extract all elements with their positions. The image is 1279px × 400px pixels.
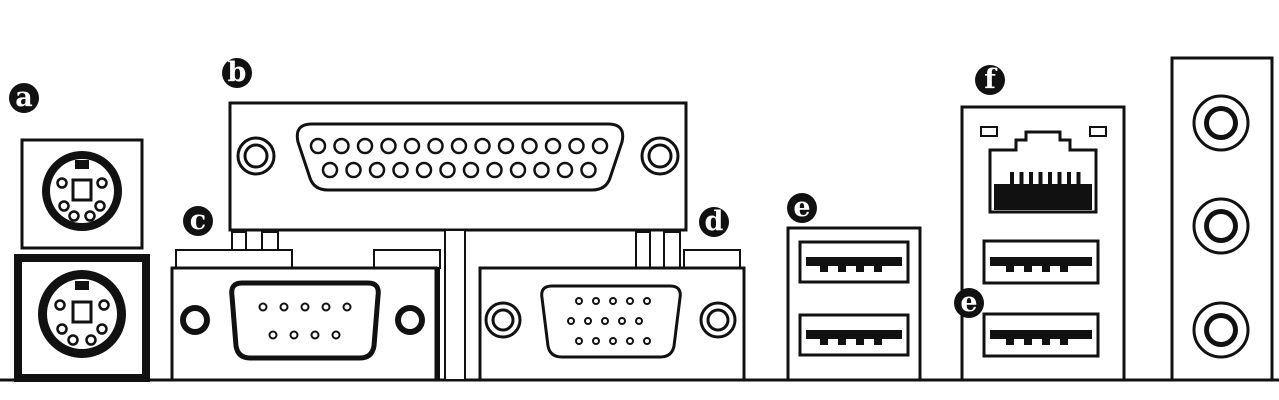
pin — [643, 337, 651, 345]
pin — [450, 137, 468, 155]
pin — [601, 317, 609, 325]
audio-jacks — [1170, 56, 1274, 382]
pin — [609, 337, 617, 345]
lan-pin — [1067, 172, 1071, 188]
lan-pin — [1038, 172, 1043, 188]
serial-port — [170, 266, 440, 382]
label-c-badge: c — [183, 205, 213, 236]
label-e2-badge: e — [954, 287, 984, 318]
parallel-port — [228, 101, 688, 232]
pin — [575, 337, 583, 345]
lan-pin — [1019, 172, 1024, 188]
lan-pin — [1076, 172, 1081, 188]
label-a-badge: a — [9, 82, 39, 113]
pin — [626, 297, 634, 305]
label-b-text: b — [228, 57, 247, 88]
pin — [509, 161, 527, 179]
lan-pin — [1010, 172, 1014, 188]
pin — [309, 137, 327, 155]
label-f-badge: f — [975, 64, 1005, 95]
pin — [567, 317, 575, 325]
pin — [556, 161, 574, 179]
pin — [258, 302, 268, 312]
label-d-text: d — [705, 206, 724, 237]
lan-pin — [1029, 172, 1033, 188]
connector-brackets — [175, 229, 741, 381]
label-e-badge: e — [787, 192, 817, 223]
pin — [609, 297, 617, 305]
pin — [342, 302, 352, 312]
pin — [497, 137, 515, 155]
pin — [474, 137, 491, 155]
pin — [462, 161, 480, 179]
pin — [439, 161, 456, 179]
pin — [415, 161, 433, 179]
pin — [345, 161, 362, 179]
pin — [643, 297, 651, 305]
label-c-text: c — [190, 205, 206, 236]
pin — [289, 330, 299, 340]
pin — [403, 137, 421, 155]
pin — [618, 317, 626, 325]
pin — [575, 297, 583, 305]
lan-pin — [1048, 172, 1052, 188]
pin — [521, 137, 538, 155]
pin — [592, 337, 600, 345]
pin — [591, 137, 609, 155]
usb-stack — [786, 226, 922, 382]
pin — [321, 302, 331, 312]
lan-pin — [1057, 172, 1062, 188]
label-e-text: e — [793, 192, 810, 223]
vga-port — [478, 266, 746, 382]
label-f-text: f — [984, 64, 998, 95]
pin — [268, 330, 278, 340]
pin — [331, 330, 341, 340]
pin — [427, 137, 444, 155]
pin — [635, 317, 643, 325]
pin — [544, 137, 562, 155]
pin — [380, 137, 397, 155]
pin — [568, 137, 585, 155]
label-e2-text: e — [960, 287, 977, 318]
pin — [592, 297, 600, 305]
pin — [356, 137, 374, 155]
label-b-badge: b — [222, 57, 252, 88]
pin — [333, 137, 350, 155]
pin — [279, 302, 289, 312]
pin — [310, 330, 320, 340]
label-d-badge: d — [699, 206, 729, 237]
pin — [580, 161, 597, 179]
label-a-text: a — [15, 82, 33, 113]
pin — [368, 161, 386, 179]
pin — [626, 337, 634, 345]
pin — [392, 161, 409, 179]
ps2-connectors — [14, 138, 150, 382]
lan-usb-stack — [960, 105, 1126, 382]
pin — [584, 317, 592, 325]
pin — [486, 161, 503, 179]
pin — [533, 161, 550, 179]
pin — [300, 302, 310, 312]
pin — [321, 161, 339, 179]
